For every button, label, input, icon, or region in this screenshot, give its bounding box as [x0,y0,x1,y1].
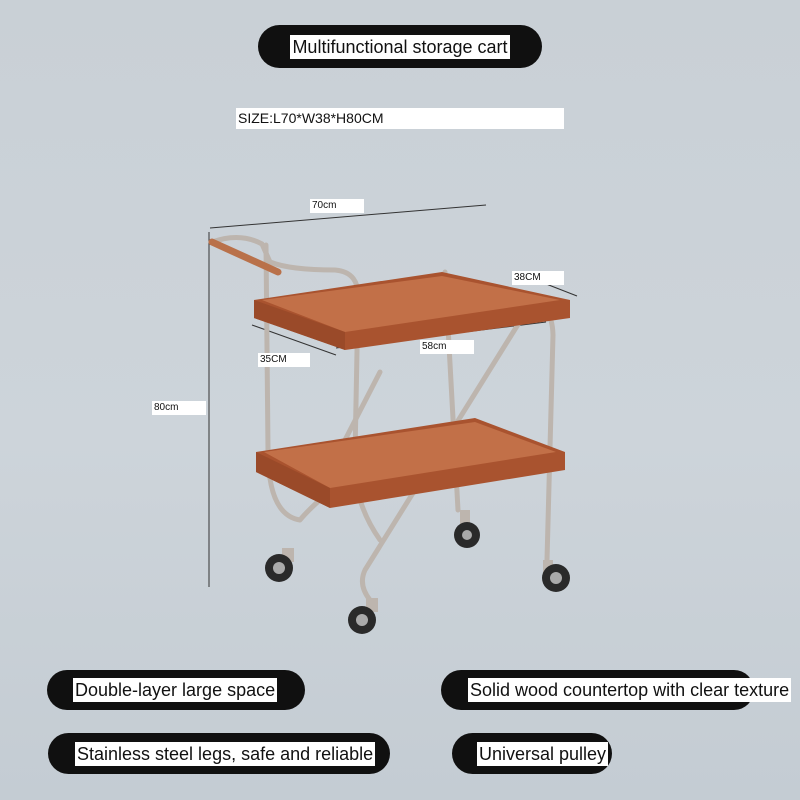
feature-universal-pulley: Universal pulley [452,733,612,774]
height-label: 80cm [152,401,206,415]
feature-stainless-steel: Stainless steel legs, safe and reliable [48,733,390,774]
wheels [265,510,570,634]
feature-label: Stainless steel legs, safe and reliable [75,741,376,766]
frame-cross-brace [359,307,530,603]
frame-inner-brace [342,369,383,443]
size-spec: SIZE:L70*W38*H80CM [236,108,564,129]
depth-label: 35CM [258,353,310,367]
length-label: 70cm [310,199,364,213]
wheel-right [542,560,570,592]
feature-double-layer: Double-layer large space [47,670,305,710]
width-label: 38CM [512,271,564,285]
bottom-tray-surface [264,422,556,488]
page-title: Multifunctional storage cart [290,34,510,59]
top-tray-surface [262,276,560,332]
top-tray-front [254,300,345,350]
frame-right-leg [524,305,556,563]
wheel-front-center [348,598,378,634]
inner-length-label: 58cm [420,340,474,354]
feature-label: Universal pulley [477,741,609,766]
length-dimension-line [209,204,487,229]
wheel-back [454,510,480,548]
leather-handle [208,238,282,276]
bottom-tray [256,418,565,508]
top-tray [254,272,570,350]
bottom-tray-front [256,452,330,508]
feature-label: Solid wood countertop with clear texture [468,678,792,702]
feature-solid-wood: Solid wood countertop with clear texture [441,670,792,710]
title-banner: Multifunctional storage cart [258,25,542,68]
feature-label: Double-layer large space [73,678,278,702]
wheel-front-left [265,548,294,582]
